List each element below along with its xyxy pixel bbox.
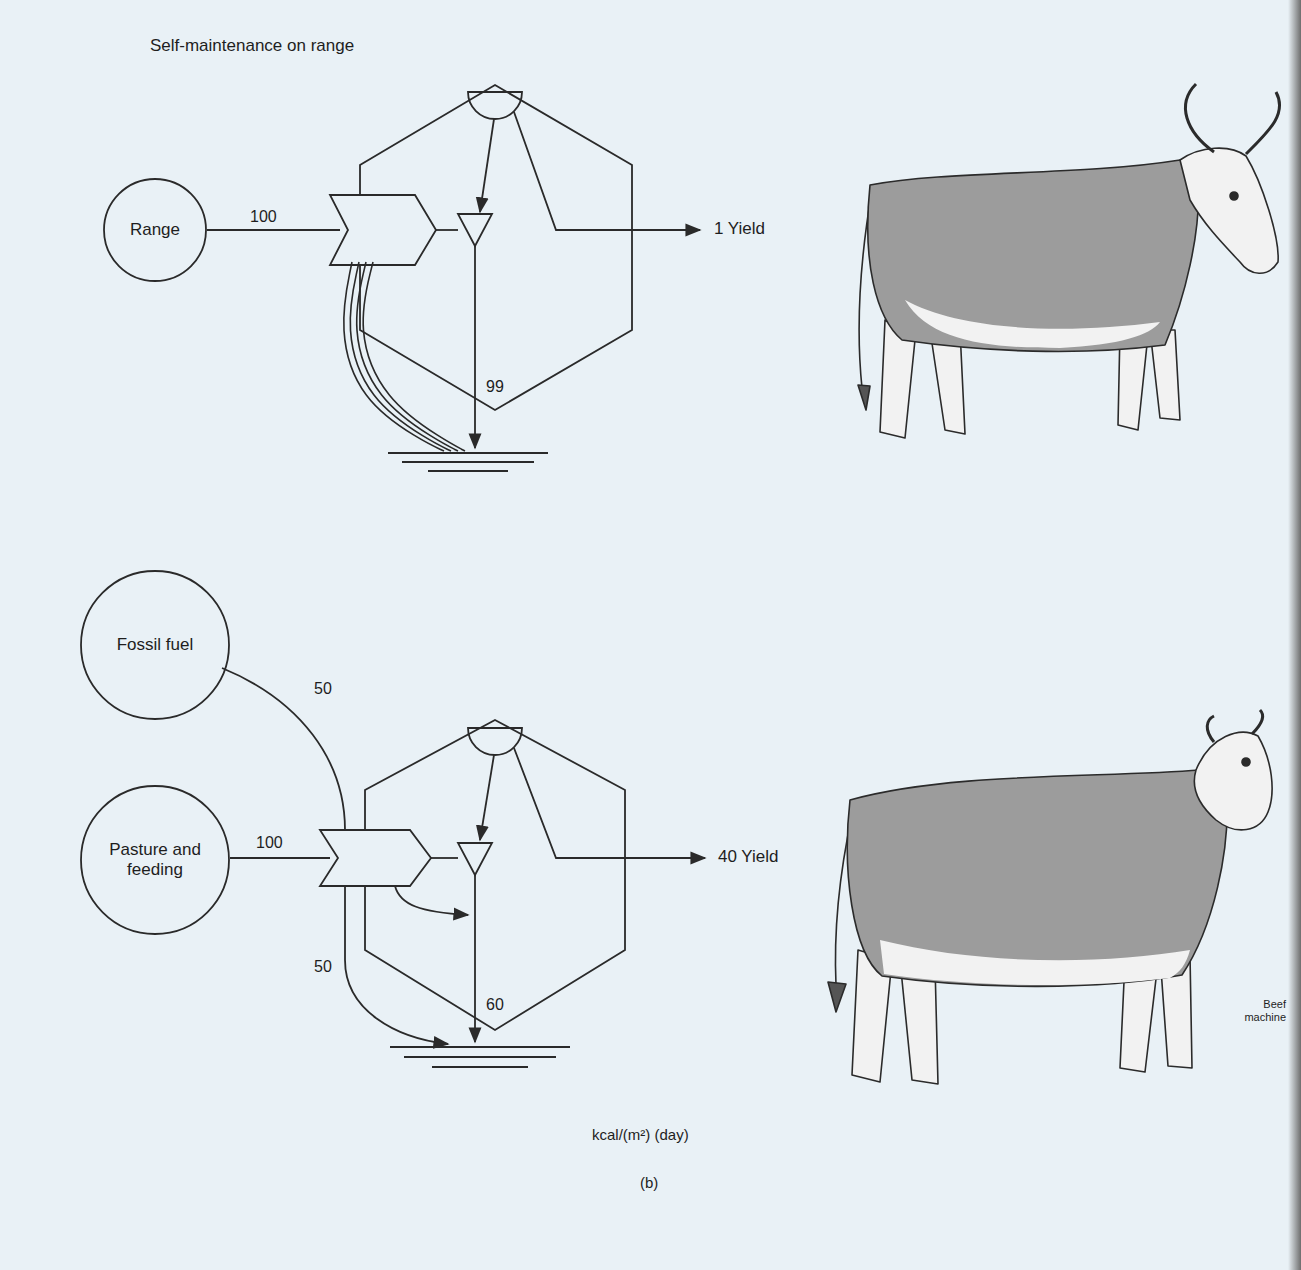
beef-cow (828, 710, 1272, 1084)
circle-border (81, 571, 229, 719)
source-name: Range (130, 220, 180, 240)
cow-body (868, 160, 1199, 351)
fuel-flow (222, 668, 448, 1044)
cow-belly (880, 940, 1190, 985)
interaction-symbol (320, 830, 431, 886)
self-maintenance-module (468, 728, 522, 755)
heat-sink (388, 452, 548, 454)
node-text: Fossil fuel (117, 635, 194, 655)
figure-caption: (b) (638, 1174, 660, 1191)
source-name: Pasture and feeding (100, 840, 210, 881)
flow-line (436, 229, 458, 231)
unit-label: kcal/(m²) (day) (590, 1126, 691, 1143)
cow-horn (1207, 716, 1214, 742)
storage-tank (458, 843, 492, 875)
flow-value: 100 (248, 208, 279, 226)
node-text: Pasture and feeding (100, 840, 210, 881)
cow-tail (828, 982, 846, 1012)
figure-label: Beef machine (1222, 998, 1288, 1023)
cow-head (1180, 148, 1278, 273)
flow-value: 99 (484, 378, 506, 396)
flow-value: 50 (312, 958, 334, 976)
cow-head (1194, 732, 1272, 830)
heat-sink (402, 461, 534, 463)
yield-label: 1 Yield (712, 219, 767, 239)
flow-value: 100 (254, 834, 285, 852)
heat-flow (474, 246, 476, 448)
panel-heading: Self-maintenance on range (148, 36, 356, 56)
cow-tail (858, 385, 870, 410)
depreciation-flow (344, 262, 444, 451)
storage-tank (458, 214, 492, 246)
flow-line (230, 857, 330, 859)
flow-value: 60 (484, 996, 506, 1014)
range-cow (858, 84, 1280, 438)
interaction-symbol (330, 195, 436, 265)
source-circle: Range (103, 178, 207, 282)
flow-line (480, 119, 494, 212)
depreciation-flows (344, 262, 465, 451)
cow-eye (1230, 192, 1238, 200)
depreciation-flow (357, 262, 458, 451)
cow-eye (1242, 758, 1250, 766)
source-name: Fossil fuel (117, 635, 194, 655)
yield-label: 40 Yield (716, 847, 781, 867)
cow-horn (1246, 92, 1280, 154)
cow-horn (1252, 710, 1263, 734)
cow-belly (905, 300, 1160, 348)
cow-horn (1186, 84, 1214, 152)
flow-line (395, 886, 468, 915)
heat-sink (428, 470, 508, 472)
yield-arrow (514, 112, 700, 230)
flow-line (431, 857, 458, 859)
cow-body (847, 770, 1227, 986)
node-text: Range (130, 220, 180, 240)
scan-shadow (1288, 0, 1301, 1270)
heat-flow (474, 875, 476, 1042)
flow-line (207, 229, 340, 231)
flow-line (480, 755, 494, 840)
flow-value: 50 (312, 680, 334, 698)
heat-sink (404, 1056, 556, 1058)
heat-sink (390, 1046, 570, 1048)
depreciation-flow (363, 262, 465, 451)
source-circle: Pasture and feeding (80, 785, 230, 935)
circle-border (104, 179, 206, 281)
depreciation-flow (350, 262, 451, 451)
self-maintenance-module (468, 92, 522, 119)
circle-border (81, 786, 229, 934)
source-circle: Fossil fuel (80, 570, 230, 720)
heat-sink (432, 1066, 528, 1068)
yield-arrow (514, 748, 705, 858)
